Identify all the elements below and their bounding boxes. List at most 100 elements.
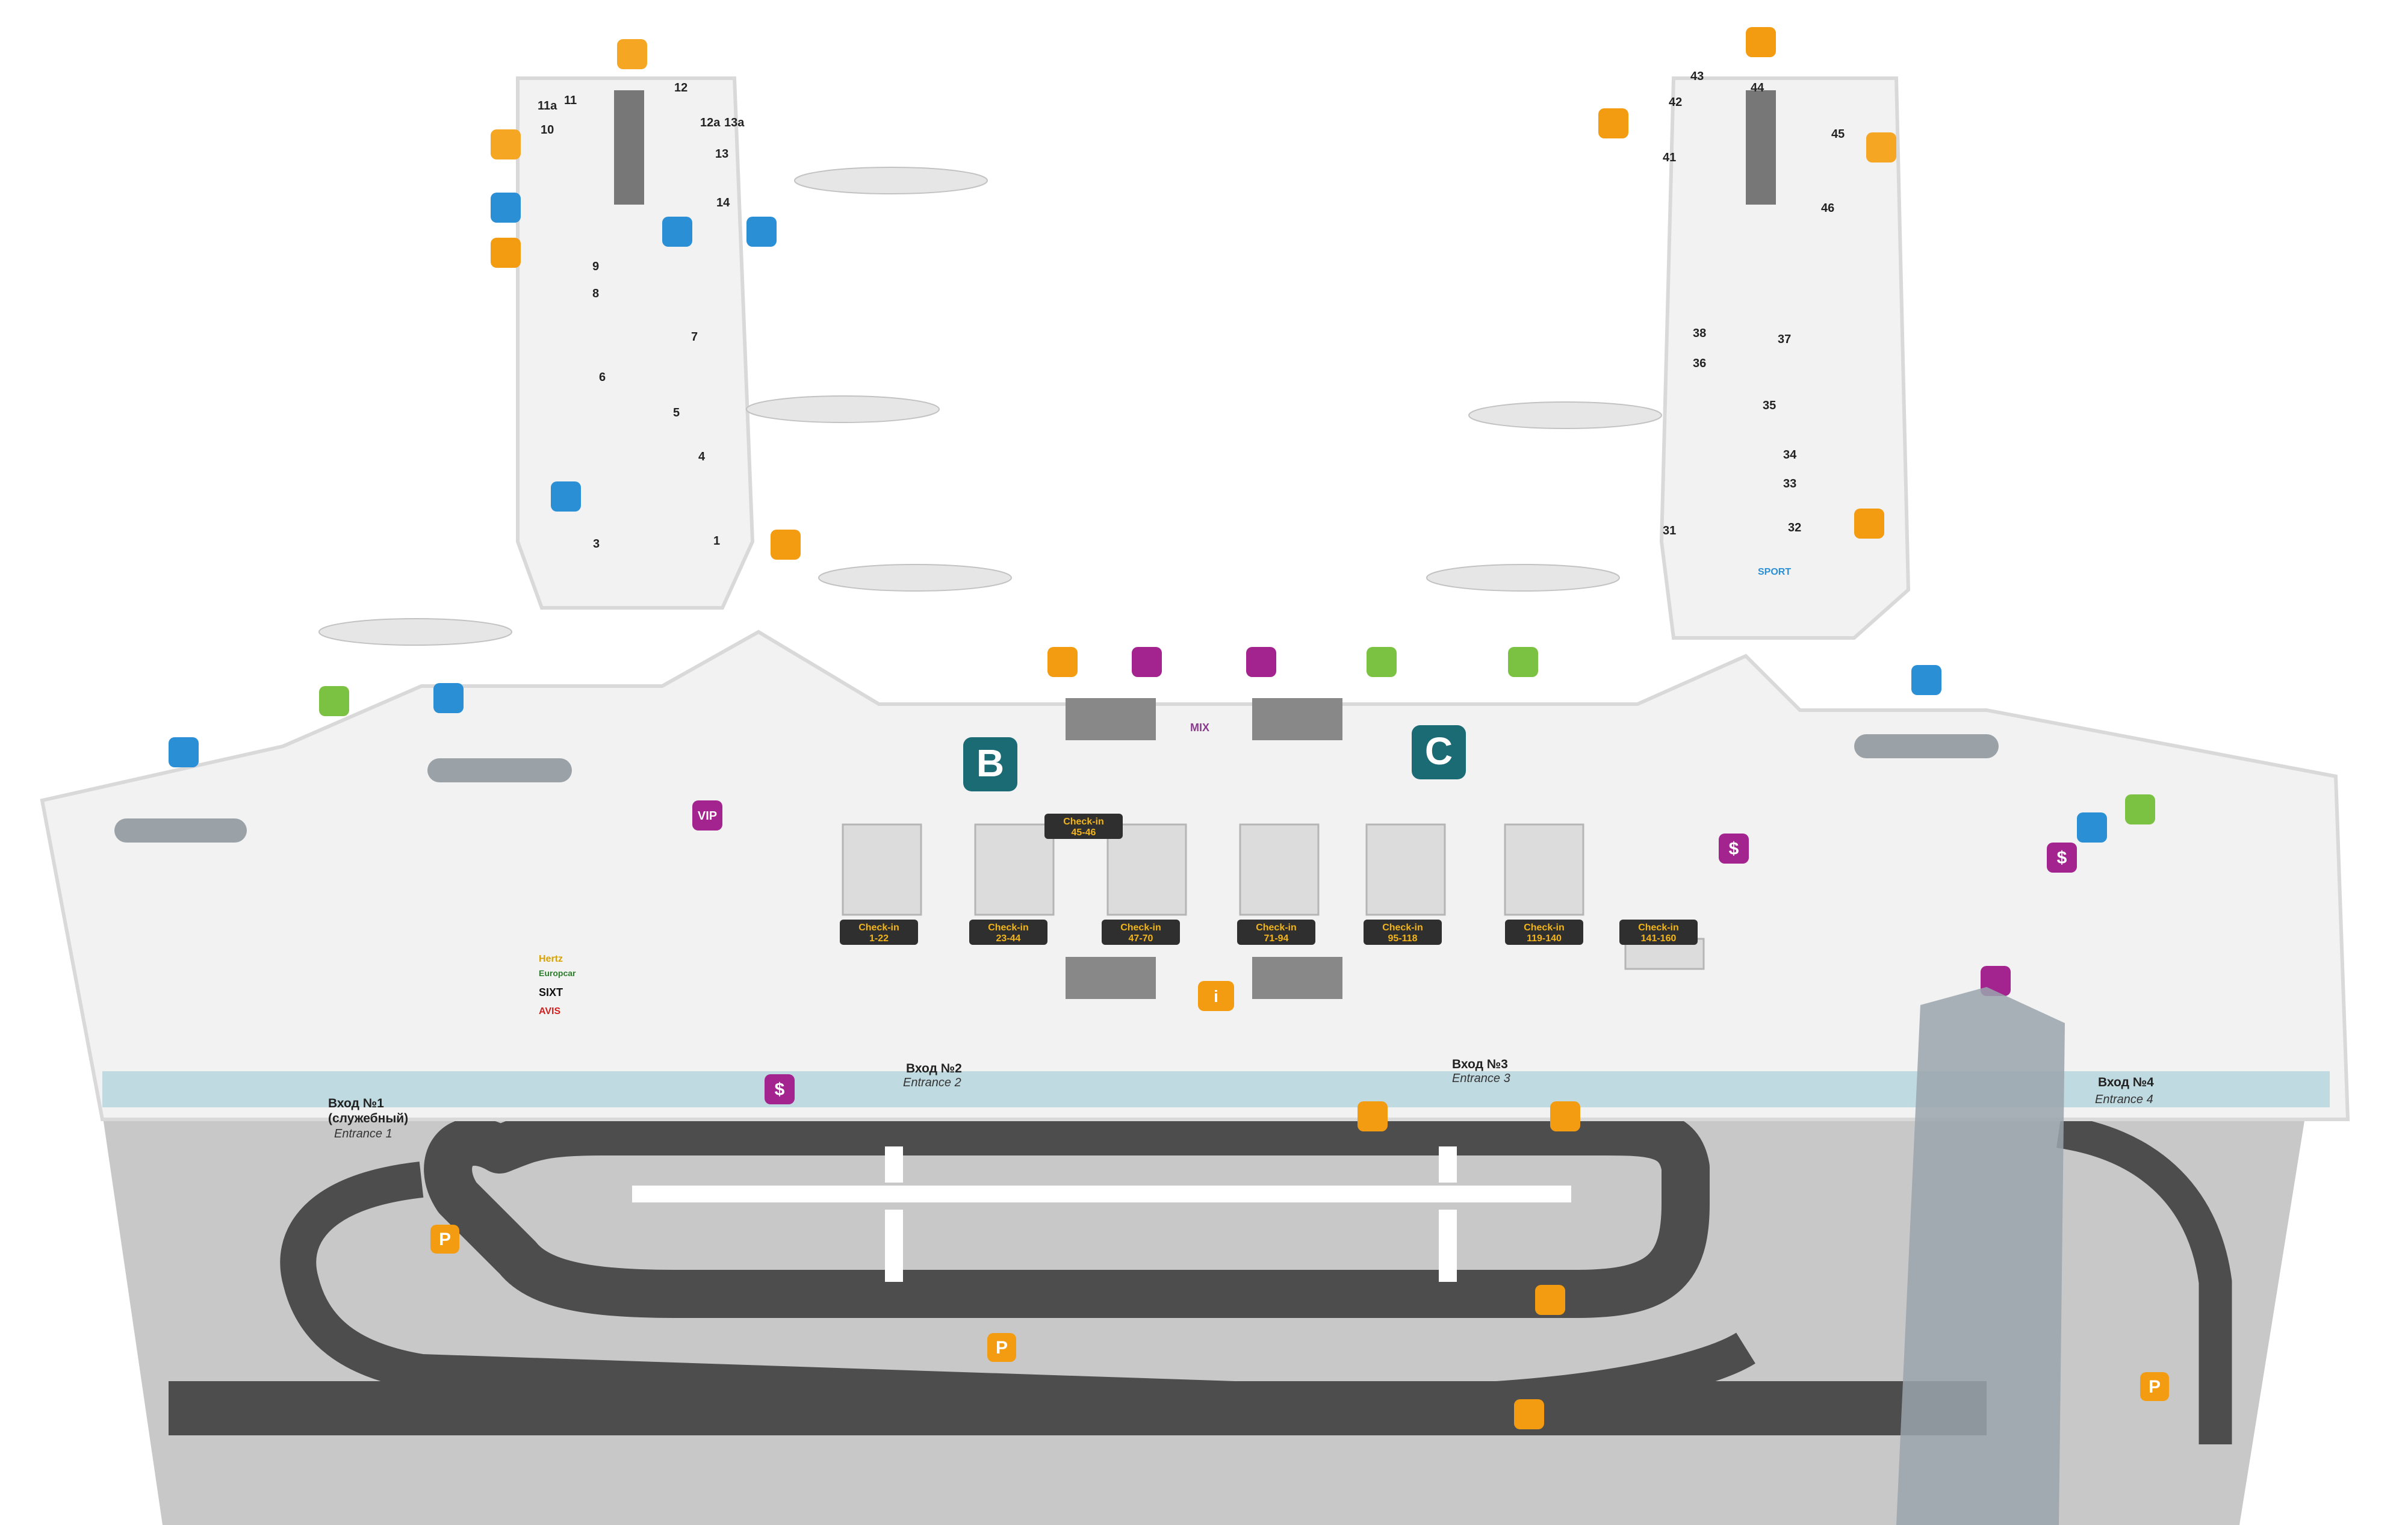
- bus-icon[interactable]: [1514, 1399, 1544, 1429]
- terminal-badge-c: C: [1412, 725, 1466, 779]
- elevator-icon[interactable]: [1246, 647, 1276, 677]
- entrance-4[interactable]: Вход №4 Entrance 4: [2095, 1075, 2154, 1106]
- lounge-icon[interactable]: [1508, 647, 1538, 677]
- checkin-sign-line1: Check-in: [988, 923, 1029, 933]
- shopping-bag-icon[interactable]: [1866, 132, 1896, 162]
- checkin-sign-line2: 47-70: [1129, 933, 1153, 944]
- hertz-logo: Hertz: [539, 954, 563, 964]
- checkin-sign-line1: Check-in: [1382, 923, 1423, 933]
- taxi-icon[interactable]: [1535, 1285, 1565, 1315]
- parking-label: P: [439, 1230, 451, 1249]
- gate-label: 36: [1693, 357, 1706, 370]
- entrance-label-ru: Вход №4: [2098, 1075, 2154, 1089]
- lane-markings: [632, 1146, 1571, 1282]
- road-network: [169, 1107, 2232, 1444]
- gate-label: 11a: [538, 99, 557, 113]
- currency-icon[interactable]: [765, 1074, 795, 1104]
- gate-label: 7: [691, 330, 698, 344]
- gate-label: 45: [1831, 128, 1845, 141]
- baggage-icon[interactable]: [433, 683, 464, 713]
- gate-label: 43: [1690, 70, 1704, 83]
- checkin-sign-line2: 95-118: [1388, 933, 1418, 944]
- checkin-sign-line1: Check-in: [1638, 923, 1679, 933]
- terminal-badge-b: B: [963, 737, 1017, 791]
- parking-sign[interactable]: P: [987, 1333, 1016, 1362]
- checkin-sign-line1: Check-in: [858, 923, 899, 933]
- wheelchair-icon[interactable]: [491, 193, 521, 223]
- terminal-letter: B: [976, 741, 1004, 785]
- baggage-icon[interactable]: [1911, 665, 1941, 695]
- gate-label: 38: [1693, 327, 1706, 340]
- gate-label: 35: [1763, 399, 1776, 412]
- first-aid-icon[interactable]: [2077, 812, 2107, 843]
- gate-label: 10: [541, 123, 554, 137]
- checkin-sign-line2: 71-94: [1264, 933, 1289, 944]
- shopping-bag-icon[interactable]: [617, 39, 647, 69]
- car-rental-logos: Hertz Europcar SIXT AVIS: [539, 954, 576, 1016]
- lounge-icon[interactable]: [1367, 647, 1397, 677]
- dollar-label: $: [775, 1080, 785, 1100]
- currency-icon[interactable]: [1719, 834, 1749, 864]
- search-icon[interactable]: [2125, 794, 2155, 824]
- currency-icon[interactable]: [2047, 843, 2077, 873]
- gate-label: 8: [592, 287, 599, 300]
- parking-label: P: [2149, 1377, 2161, 1397]
- gate-label: 42: [1669, 96, 1682, 109]
- gate-label: 34: [1783, 448, 1797, 462]
- taxi-icon[interactable]: [1550, 1101, 1580, 1131]
- gate-labels-left: 1 3 4 5 6 7 8 9 10 11 11a 12 12a 13 13a …: [538, 81, 745, 551]
- parked-aircraft: [318, 167, 1662, 646]
- entrance-1[interactable]: Вход №1 (служебный) Entrance 1: [328, 1097, 408, 1140]
- info-icon[interactable]: [771, 530, 801, 560]
- fork-knife-icon[interactable]: [1047, 647, 1078, 677]
- gate-label: 32: [1788, 521, 1801, 534]
- gate-label: 6: [599, 371, 606, 384]
- checkin-sign: Check-in1-22: [840, 920, 918, 945]
- parking-sign[interactable]: P: [2140, 1372, 2169, 1401]
- entrance-label-en: Entrance 2: [903, 1076, 961, 1089]
- checkin-sign-line1: Check-in: [1524, 923, 1565, 933]
- terminal-building: [40, 76, 2350, 1121]
- checkin-islands: [842, 823, 1705, 970]
- gate-label: 4: [698, 450, 706, 463]
- fork-knife-icon[interactable]: [1746, 27, 1776, 57]
- elevator-icon[interactable]: [1132, 647, 1162, 677]
- europcar-logo: Europcar: [539, 968, 576, 978]
- entrance-label-en: Entrance 3: [1452, 1072, 1510, 1085]
- taxi-icon[interactable]: [1358, 1101, 1388, 1131]
- gate-label: 1: [713, 534, 720, 548]
- service-icons: VIP i $ $ $: [169, 27, 2155, 1429]
- vip-icon[interactable]: [692, 800, 722, 831]
- info-icon[interactable]: [1854, 509, 1884, 539]
- wheelchair-icon[interactable]: [746, 217, 777, 247]
- checkin-sign-line1: Check-in: [1256, 923, 1297, 933]
- fork-knife-icon[interactable]: [1598, 108, 1628, 138]
- gate-label: 41: [1663, 151, 1676, 164]
- gate-label: 5: [673, 406, 680, 419]
- search-icon[interactable]: [319, 686, 349, 716]
- baggage-icon[interactable]: [169, 737, 199, 767]
- gate-label: 33: [1783, 477, 1796, 490]
- shopping-bag-icon[interactable]: [491, 129, 521, 159]
- avis-logo: AVIS: [539, 1006, 560, 1016]
- toilet-icon[interactable]: [662, 217, 692, 247]
- parking-signs: P P P: [430, 1225, 2169, 1401]
- gate-label: 13: [715, 147, 728, 161]
- aeroexpress-walkway: [1896, 987, 2065, 1525]
- parking-label: P: [996, 1338, 1008, 1358]
- entrance-label-ru: Вход №1: [328, 1097, 384, 1110]
- fork-knife-icon[interactable]: [491, 238, 521, 268]
- entrance-3[interactable]: Вход №3 Entrance 3: [1452, 1057, 1510, 1085]
- entrance-label-en: Entrance 1: [334, 1127, 393, 1140]
- first-aid-icon[interactable]: [551, 481, 581, 512]
- parking-sign[interactable]: P: [430, 1225, 459, 1254]
- dollar-label: $: [2057, 848, 2067, 868]
- info-desk-icon[interactable]: [1198, 981, 1234, 1011]
- entrance-2[interactable]: Вход №2 Entrance 2: [903, 1062, 962, 1089]
